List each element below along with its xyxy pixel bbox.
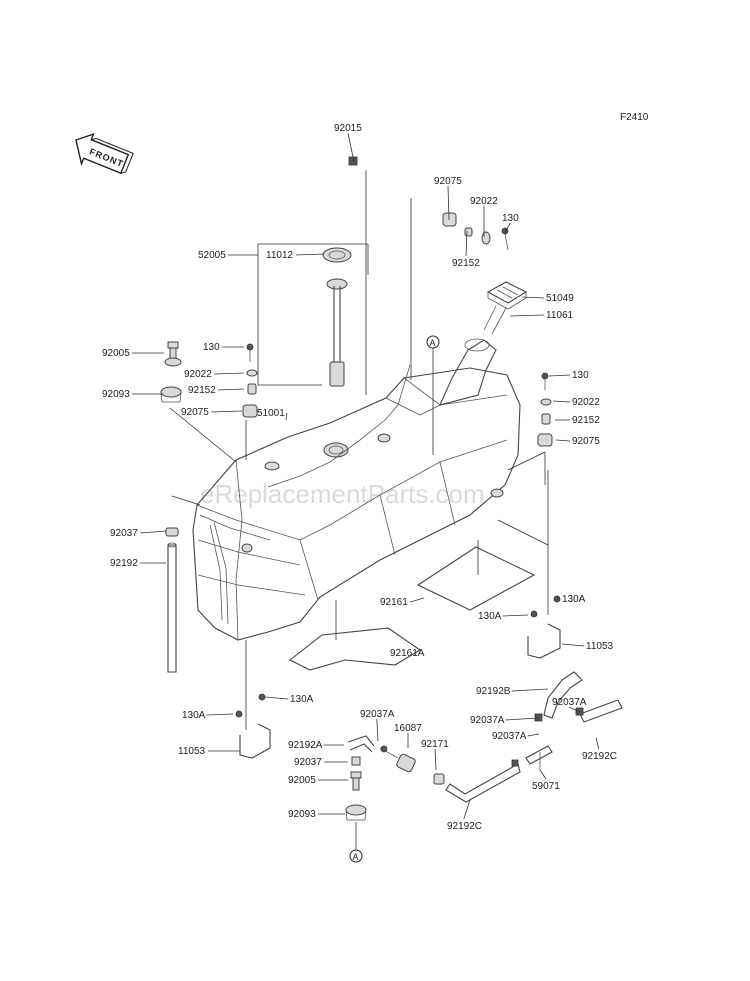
part-label-92075: 92075 bbox=[572, 436, 600, 447]
part-label-92161a: 92161A bbox=[390, 648, 425, 659]
leader-line bbox=[295, 253, 325, 256]
part-label-92022: 92022 bbox=[470, 196, 498, 207]
leader-line bbox=[561, 643, 585, 647]
fuel-tank bbox=[192, 338, 521, 641]
part-label-130a: 130A bbox=[562, 594, 586, 605]
part-label-92152: 92152 bbox=[572, 415, 600, 426]
leader-line bbox=[527, 733, 540, 737]
part-label-92015: 92015 bbox=[334, 123, 362, 134]
leader-line bbox=[552, 400, 571, 403]
fuel-sender bbox=[322, 247, 352, 387]
leader-line bbox=[548, 374, 571, 377]
part-label-92161: 92161 bbox=[380, 597, 408, 608]
part-label-92192: 92192 bbox=[110, 558, 138, 569]
leader-line bbox=[555, 439, 571, 442]
part-label-130a: 130A bbox=[182, 710, 206, 721]
leader-line bbox=[465, 230, 468, 257]
leader-line bbox=[504, 222, 511, 233]
part-label-92192b: 92192B bbox=[476, 686, 511, 697]
fuel-line-assembly bbox=[345, 671, 623, 821]
part-label-92022: 92022 bbox=[184, 369, 212, 380]
part-label-51001: 51001 bbox=[257, 408, 285, 419]
figure-code: F2410 bbox=[620, 112, 649, 123]
part-label-92037a: 92037A bbox=[492, 731, 527, 742]
part-label-11053: 11053 bbox=[178, 746, 206, 757]
tank-mats bbox=[288, 546, 536, 671]
leader-line bbox=[505, 717, 539, 721]
leader-line bbox=[595, 737, 600, 750]
leader-line bbox=[463, 799, 471, 820]
part-label-92022: 92022 bbox=[572, 397, 600, 408]
part-label-92037: 92037 bbox=[294, 757, 322, 768]
part-label-92152: 92152 bbox=[188, 385, 216, 396]
leader-lines bbox=[132, 132, 600, 820]
part-label-92037: 92037 bbox=[110, 528, 138, 539]
part-label-92192a: 92192A bbox=[288, 740, 323, 751]
part-label-130a: 130A bbox=[478, 611, 502, 622]
leader-line bbox=[139, 530, 167, 534]
leader-line bbox=[376, 718, 379, 742]
leader-line bbox=[206, 713, 234, 716]
leader-line bbox=[502, 614, 529, 617]
leader-line bbox=[217, 388, 245, 391]
leader-line bbox=[511, 688, 549, 692]
callout-a-top: A bbox=[426, 335, 440, 455]
svg-text:A: A bbox=[353, 852, 359, 862]
leader-line bbox=[539, 769, 547, 780]
part-label-92171: 92171 bbox=[421, 739, 449, 750]
leader-line bbox=[568, 706, 581, 713]
part-label-130: 130 bbox=[203, 342, 220, 353]
brackets bbox=[235, 595, 561, 759]
part-label-92037a: 92037A bbox=[552, 697, 587, 708]
part-label-92075: 92075 bbox=[434, 176, 462, 187]
part-label-130a: 130A bbox=[290, 694, 314, 705]
part-label-11053: 11053 bbox=[586, 641, 614, 652]
leader-line bbox=[521, 296, 545, 299]
part-label-92005: 92005 bbox=[102, 348, 130, 359]
part-labels: 92015 92075 92022 130 92152 52005 11012 51049 11… bbox=[102, 123, 617, 832]
leader-line bbox=[409, 597, 425, 603]
part-label-92192c: 92192C bbox=[582, 751, 617, 762]
part-label-52005: 52005 bbox=[198, 250, 226, 261]
part-label-92037a: 92037A bbox=[470, 715, 505, 726]
leader-line bbox=[447, 185, 450, 221]
leader-line bbox=[210, 410, 243, 413]
part-label-51049: 51049 bbox=[546, 293, 574, 304]
watermark: eReplacementParts.com bbox=[200, 479, 485, 509]
leader-line bbox=[509, 314, 545, 317]
part-label-92192c: 92192C bbox=[447, 821, 482, 832]
breather-tube-92192 bbox=[167, 542, 177, 673]
leader-line bbox=[285, 412, 288, 421]
part-label-130: 130 bbox=[502, 213, 519, 224]
leader-line bbox=[347, 132, 355, 163]
leader-line bbox=[264, 696, 289, 700]
part-label-11012: 11012 bbox=[266, 250, 294, 261]
part-label-92093: 92093 bbox=[288, 809, 316, 820]
guide-lines bbox=[169, 170, 549, 730]
front-arrow-icon: FRONT bbox=[75, 132, 134, 175]
part-label-92152: 92152 bbox=[452, 258, 480, 269]
part-label-16087: 16087 bbox=[394, 723, 422, 734]
part-label-92037a: 92037A bbox=[360, 709, 395, 720]
assembly-bracket bbox=[257, 243, 369, 386]
callout-a-bottom: A bbox=[349, 822, 363, 863]
part-label-11061: 11061 bbox=[546, 310, 574, 321]
mounting-hardware bbox=[160, 156, 553, 537]
leader-line bbox=[213, 372, 245, 375]
part-label-92093: 92093 bbox=[102, 389, 130, 400]
svg-text:A: A bbox=[430, 338, 436, 348]
part-label-59071: 59071 bbox=[532, 781, 560, 792]
part-label-130: 130 bbox=[572, 370, 589, 381]
part-label-92075: 92075 bbox=[181, 407, 209, 418]
fuel-cap bbox=[483, 281, 528, 335]
leader-line bbox=[434, 748, 437, 771]
part-label-92005: 92005 bbox=[288, 775, 316, 786]
